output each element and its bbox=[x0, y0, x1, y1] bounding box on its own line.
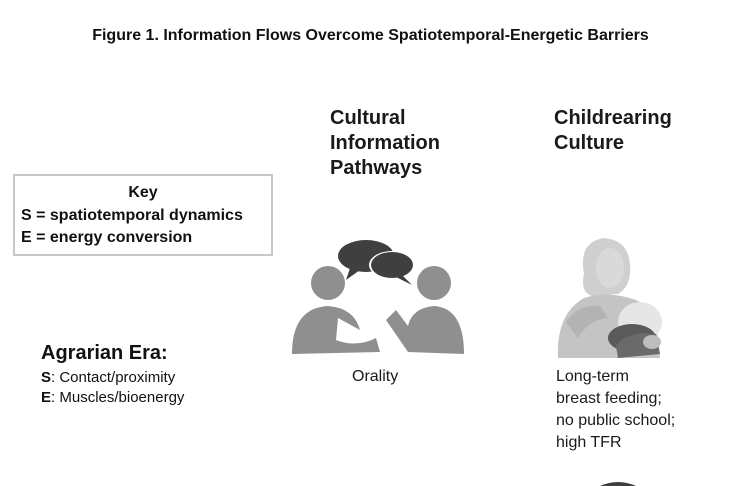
childrearing-label-line: no public school; bbox=[556, 412, 676, 429]
heading-line: Pathways bbox=[330, 157, 423, 179]
mother-nursing-infant-image bbox=[548, 234, 676, 358]
agrarian-era-title: Agrarian Era: bbox=[41, 342, 168, 364]
era-s-line: S: Contact/proximity bbox=[41, 369, 175, 386]
era-s-text: : Contact/proximity bbox=[51, 369, 176, 386]
key-e-definition: E = energy conversion bbox=[21, 229, 193, 246]
key-box: Key S = spatiotemporal dynamics E = ener… bbox=[13, 174, 273, 256]
era-s-letter: S bbox=[41, 369, 52, 386]
childrearing-label-line: Long-term bbox=[556, 368, 629, 385]
childrearing-label-line: breast feeding; bbox=[556, 390, 662, 407]
childrearing-culture-heading: Childrearing Culture bbox=[554, 106, 672, 156]
key-s-definition: S = spatiotemporal dynamics bbox=[21, 207, 243, 224]
heading-line: Cultural bbox=[330, 107, 406, 129]
partial-next-icon bbox=[600, 482, 636, 486]
childrearing-label: Long-term breast feeding; no public scho… bbox=[556, 366, 675, 454]
orality-label: Orality bbox=[352, 368, 399, 385]
childrearing-label-line: high TFR bbox=[556, 434, 622, 451]
heading-line: Information bbox=[330, 132, 440, 154]
cultural-pathways-heading: Cultural Information Pathways bbox=[330, 106, 440, 181]
heading-line: Culture bbox=[554, 132, 624, 154]
key-heading: Key bbox=[128, 184, 158, 201]
heading-line: Childrearing bbox=[554, 107, 672, 129]
figure-title: Figure 1. Information Flows Overcome Spa… bbox=[92, 27, 649, 44]
era-e-text: : Muscles/bioenergy bbox=[51, 389, 185, 406]
era-e-letter: E bbox=[41, 389, 52, 406]
era-e-line: E: Muscles/bioenergy bbox=[41, 389, 184, 406]
two-people-talking-icon bbox=[292, 240, 464, 354]
